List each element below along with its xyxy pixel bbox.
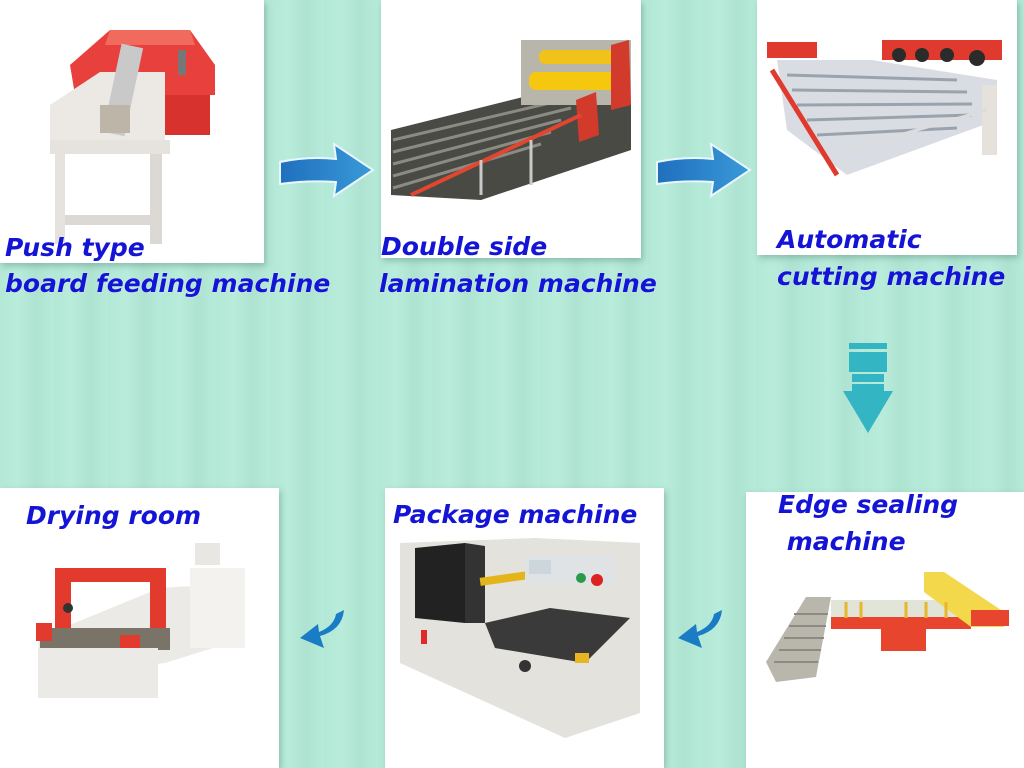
curved-arrow-left-icon — [300, 610, 344, 648]
step-2-label-line1: Double side — [381, 232, 548, 258]
lamination-machine-image — [391, 40, 631, 200]
step-4-panel: Edge sealing machine — [746, 492, 1024, 768]
package-machine-image — [400, 538, 640, 738]
step-6-panel: Drying room — [0, 488, 279, 768]
step-2-panel: Double side — [381, 0, 641, 258]
drying-room-image — [36, 543, 245, 698]
step-4-label-line1: Edge sealing — [778, 492, 959, 519]
arrow-right-icon — [279, 141, 375, 199]
step-5-label-line1: Package machine — [393, 500, 638, 529]
step-5-panel: Package machine — [385, 488, 664, 768]
step-3-label-line1: Automatic — [777, 225, 922, 254]
arrow-right-icon — [656, 141, 752, 199]
arrow-down-icon — [843, 343, 893, 433]
board-feeding-machine-image — [50, 30, 215, 244]
step-2-label-line2: lamination machine — [379, 269, 657, 298]
step-1-panel: Push type — [0, 0, 264, 263]
curved-arrow-left-icon — [678, 610, 722, 648]
step-4-label-line2: machine — [778, 527, 906, 556]
step-6-label-line1: Drying room — [26, 501, 202, 530]
cutting-machine-image — [767, 40, 1002, 177]
step-1-label-line1: Push type — [5, 233, 145, 262]
step-3-label-line2: cutting machine — [777, 262, 1006, 291]
edge-sealing-machine-image — [766, 572, 1009, 682]
step-3-panel: Automatic — [757, 0, 1017, 255]
step-1-label-line2: board feeding machine — [5, 269, 331, 298]
